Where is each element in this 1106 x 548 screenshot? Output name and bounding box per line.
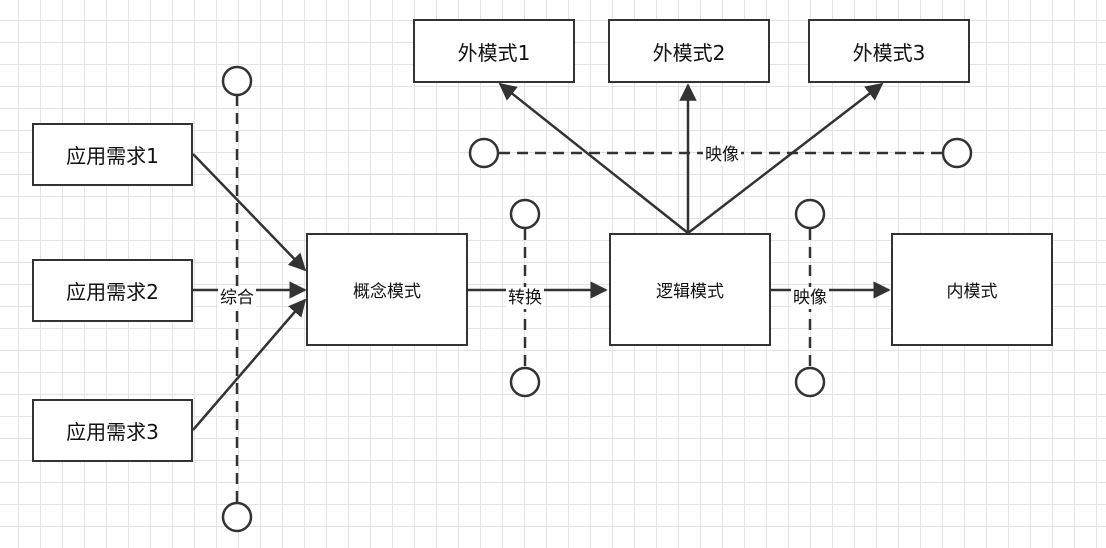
edge-label-synthesize: 综合 [218, 287, 256, 309]
endpoint-circle [941, 137, 973, 169]
edge-label-transform: 转换 [506, 287, 544, 309]
arrow-req1-to-conceptual [192, 153, 307, 272]
endpoint-circle [509, 366, 541, 398]
endpoint-circle [468, 137, 500, 169]
endpoint-circle [221, 65, 253, 97]
node-requirement-3[interactable]: 应用需求3 [32, 399, 193, 462]
endpoint-circle [794, 366, 826, 398]
node-external-schema-1[interactable]: 外模式1 [413, 19, 575, 83]
endpoint-circle [794, 198, 826, 230]
edge-label-external-mapping: 映像 [703, 144, 741, 166]
node-internal-schema[interactable]: 内模式 [891, 233, 1053, 346]
node-logical-schema[interactable]: 逻辑模式 [609, 233, 771, 346]
endpoint-circle [509, 198, 541, 230]
node-conceptual-schema[interactable]: 概念模式 [306, 233, 468, 346]
node-external-schema-3[interactable]: 外模式3 [808, 19, 970, 83]
node-requirement-1[interactable]: 应用需求1 [32, 123, 193, 186]
node-external-schema-2[interactable]: 外模式2 [608, 19, 770, 83]
arrow-logical-to-ext1 [498, 82, 689, 234]
arrow-req3-to-conceptual [192, 298, 307, 431]
edge-label-internal-mapping: 映像 [791, 287, 829, 309]
node-requirement-2[interactable]: 应用需求2 [32, 259, 193, 322]
arrow-logical-to-ext3 [687, 82, 884, 234]
endpoint-circle [221, 501, 253, 533]
